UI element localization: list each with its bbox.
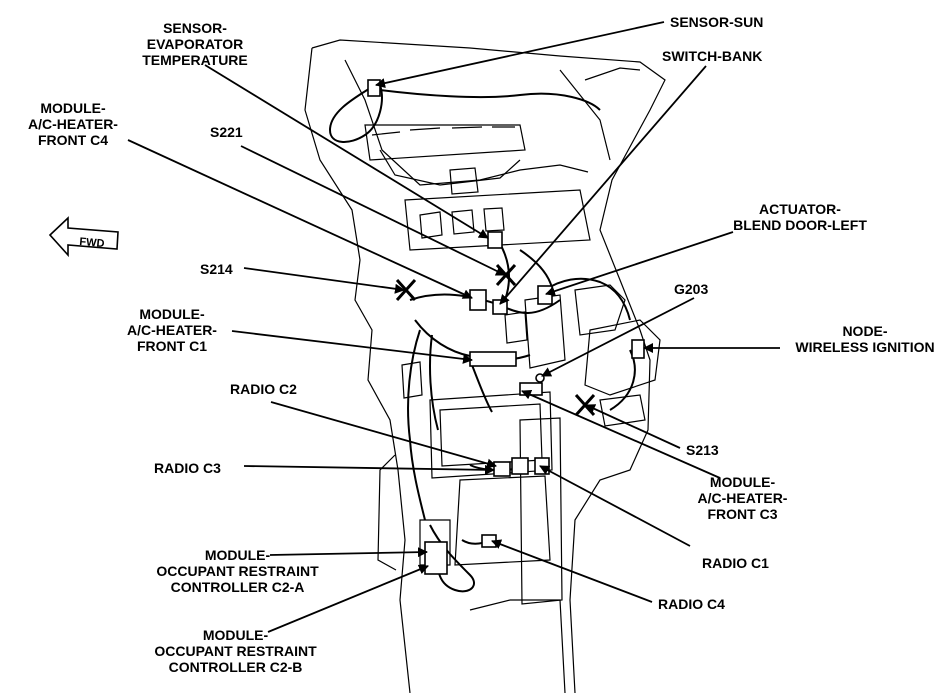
leader-switch-bank bbox=[499, 65, 707, 305]
leader-ac-c1 bbox=[231, 330, 473, 364]
leader-orc-c2a bbox=[269, 547, 428, 558]
leader-ac-c4 bbox=[127, 139, 473, 299]
label-actuator-blend-door-left: ACTUATOR- BLEND DOOR-LEFT bbox=[733, 201, 867, 233]
radio-c1-connector bbox=[534, 457, 550, 475]
leader-sensor-sun bbox=[375, 21, 665, 88]
leader-radio-c3 bbox=[243, 464, 495, 475]
fwd-arrow-icon: FWD bbox=[48, 216, 119, 258]
radio-c2-connector bbox=[511, 457, 529, 475]
label-sensor-evaporator-temperature: SENSOR- EVAPORATOR TEMPERATURE bbox=[142, 20, 248, 68]
fwd-label: FWD bbox=[79, 236, 105, 250]
label-module-ac-heater-front-c4: MODULE- A/C-HEATER- FRONT C4 bbox=[28, 100, 118, 148]
leader-orc-c2b bbox=[267, 564, 429, 633]
leader-s221 bbox=[240, 145, 506, 276]
ac-c4-connector bbox=[469, 289, 487, 311]
label-module-orc-c2a: MODULE- OCCUPANT RESTRAINT CONTROLLER C2… bbox=[156, 547, 319, 595]
dashboard-structure bbox=[304, 39, 666, 693]
label-s214: S214 bbox=[200, 261, 233, 277]
leader-sensor-evap bbox=[204, 64, 489, 239]
label-radio-c1: RADIO C1 bbox=[702, 555, 769, 571]
blend-door-connector bbox=[537, 285, 553, 305]
label-sensor-sun: SENSOR-SUN bbox=[670, 14, 764, 30]
label-module-ac-heater-front-c1: MODULE- A/C-HEATER- FRONT C1 bbox=[127, 306, 217, 354]
label-s213: S213 bbox=[686, 442, 719, 458]
label-radio-c4: RADIO C4 bbox=[658, 596, 725, 612]
radio-c3-connector bbox=[493, 461, 511, 477]
leader-s213 bbox=[585, 404, 681, 449]
label-switch-bank: SWITCH-BANK bbox=[662, 48, 763, 64]
evap-temp-connector bbox=[487, 231, 503, 249]
leader-radio-c4 bbox=[491, 539, 653, 603]
s221-splice-mark bbox=[495, 263, 517, 287]
sensor-sun-connector bbox=[367, 79, 381, 97]
s214-splice-mark bbox=[395, 278, 417, 302]
switch-bank-connector bbox=[492, 299, 508, 315]
label-module-orc-c2b: MODULE- OCCUPANT RESTRAINT CONTROLLER C2… bbox=[154, 627, 317, 675]
label-module-ac-heater-front-c3: MODULE- A/C-HEATER- FRONT C3 bbox=[697, 474, 788, 522]
connectors bbox=[367, 79, 645, 575]
leader-ac-c3 bbox=[521, 390, 721, 479]
label-node-wireless-ignition: NODE- WIRELESS IGNITION bbox=[795, 323, 935, 355]
label-radio-c2: RADIO C2 bbox=[230, 381, 297, 397]
leader-radio-c1 bbox=[539, 465, 691, 547]
leader-blend-door bbox=[545, 231, 734, 296]
leader-s214 bbox=[243, 267, 405, 294]
orc-c2-connector bbox=[424, 541, 448, 575]
s213-splice-mark bbox=[574, 393, 596, 417]
leader-g203 bbox=[541, 297, 695, 377]
wireless-ignition-connector bbox=[631, 339, 645, 359]
leader-lines bbox=[127, 21, 780, 633]
ac-c3-connector bbox=[519, 382, 543, 396]
label-g203: G203 bbox=[674, 281, 709, 297]
ac-c1-connector bbox=[469, 351, 517, 367]
label-s221: S221 bbox=[210, 124, 243, 140]
leader-radio-c2 bbox=[270, 401, 497, 469]
label-radio-c3: RADIO C3 bbox=[154, 460, 221, 476]
